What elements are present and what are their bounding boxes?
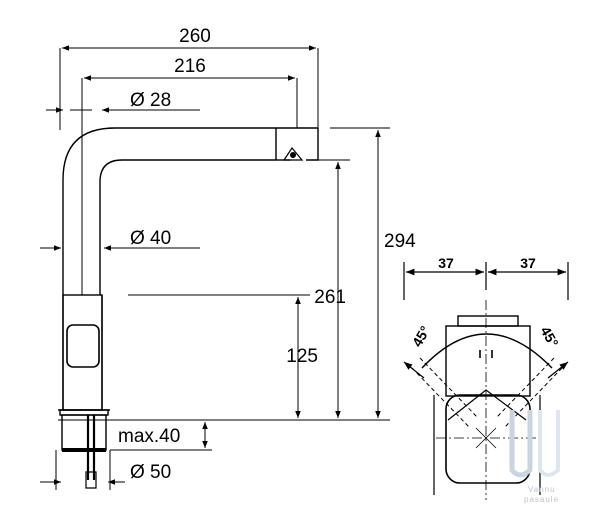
- watermark-line2: pasaule: [524, 495, 559, 504]
- watermark-line1: Vannu: [528, 485, 556, 494]
- dim-total-height: 294: [384, 231, 416, 252]
- dim-spout-height: 261: [314, 287, 346, 308]
- faucet-side-view: [58, 127, 319, 489]
- dim-left-offset: 37: [438, 255, 454, 271]
- aerator-icon: [282, 146, 304, 161]
- faucet-spout-inner: [99, 159, 276, 295]
- dimension-lines: [40, 45, 390, 490]
- angle-left: 45°: [409, 323, 433, 349]
- dim-body-diameter: Ø 40: [130, 228, 171, 249]
- spout-tip: [275, 128, 319, 161]
- dim-base-diameter: Ø 50: [130, 462, 171, 483]
- angle-right: 45°: [537, 324, 561, 350]
- dim-overall-width: 260: [179, 26, 211, 47]
- lever-handle: [66, 324, 100, 368]
- dim-right-offset: 37: [520, 255, 536, 271]
- swing-arc: [421, 333, 553, 369]
- body-top-square: [445, 394, 531, 484]
- dim-spout-reach: 216: [174, 56, 206, 77]
- dim-lever-height: 125: [286, 346, 318, 367]
- faucet-top-view: [403, 262, 569, 500]
- dim-max-thickness: max.40: [118, 426, 180, 447]
- watermark-logo: Vannu pasaule: [509, 410, 560, 504]
- faucet-body-outline: [62, 127, 318, 295]
- dim-spout-diameter: Ø 28: [130, 90, 171, 111]
- lever-block: [62, 294, 103, 411]
- lever-top: [457, 315, 519, 327]
- base-plate: [59, 409, 109, 416]
